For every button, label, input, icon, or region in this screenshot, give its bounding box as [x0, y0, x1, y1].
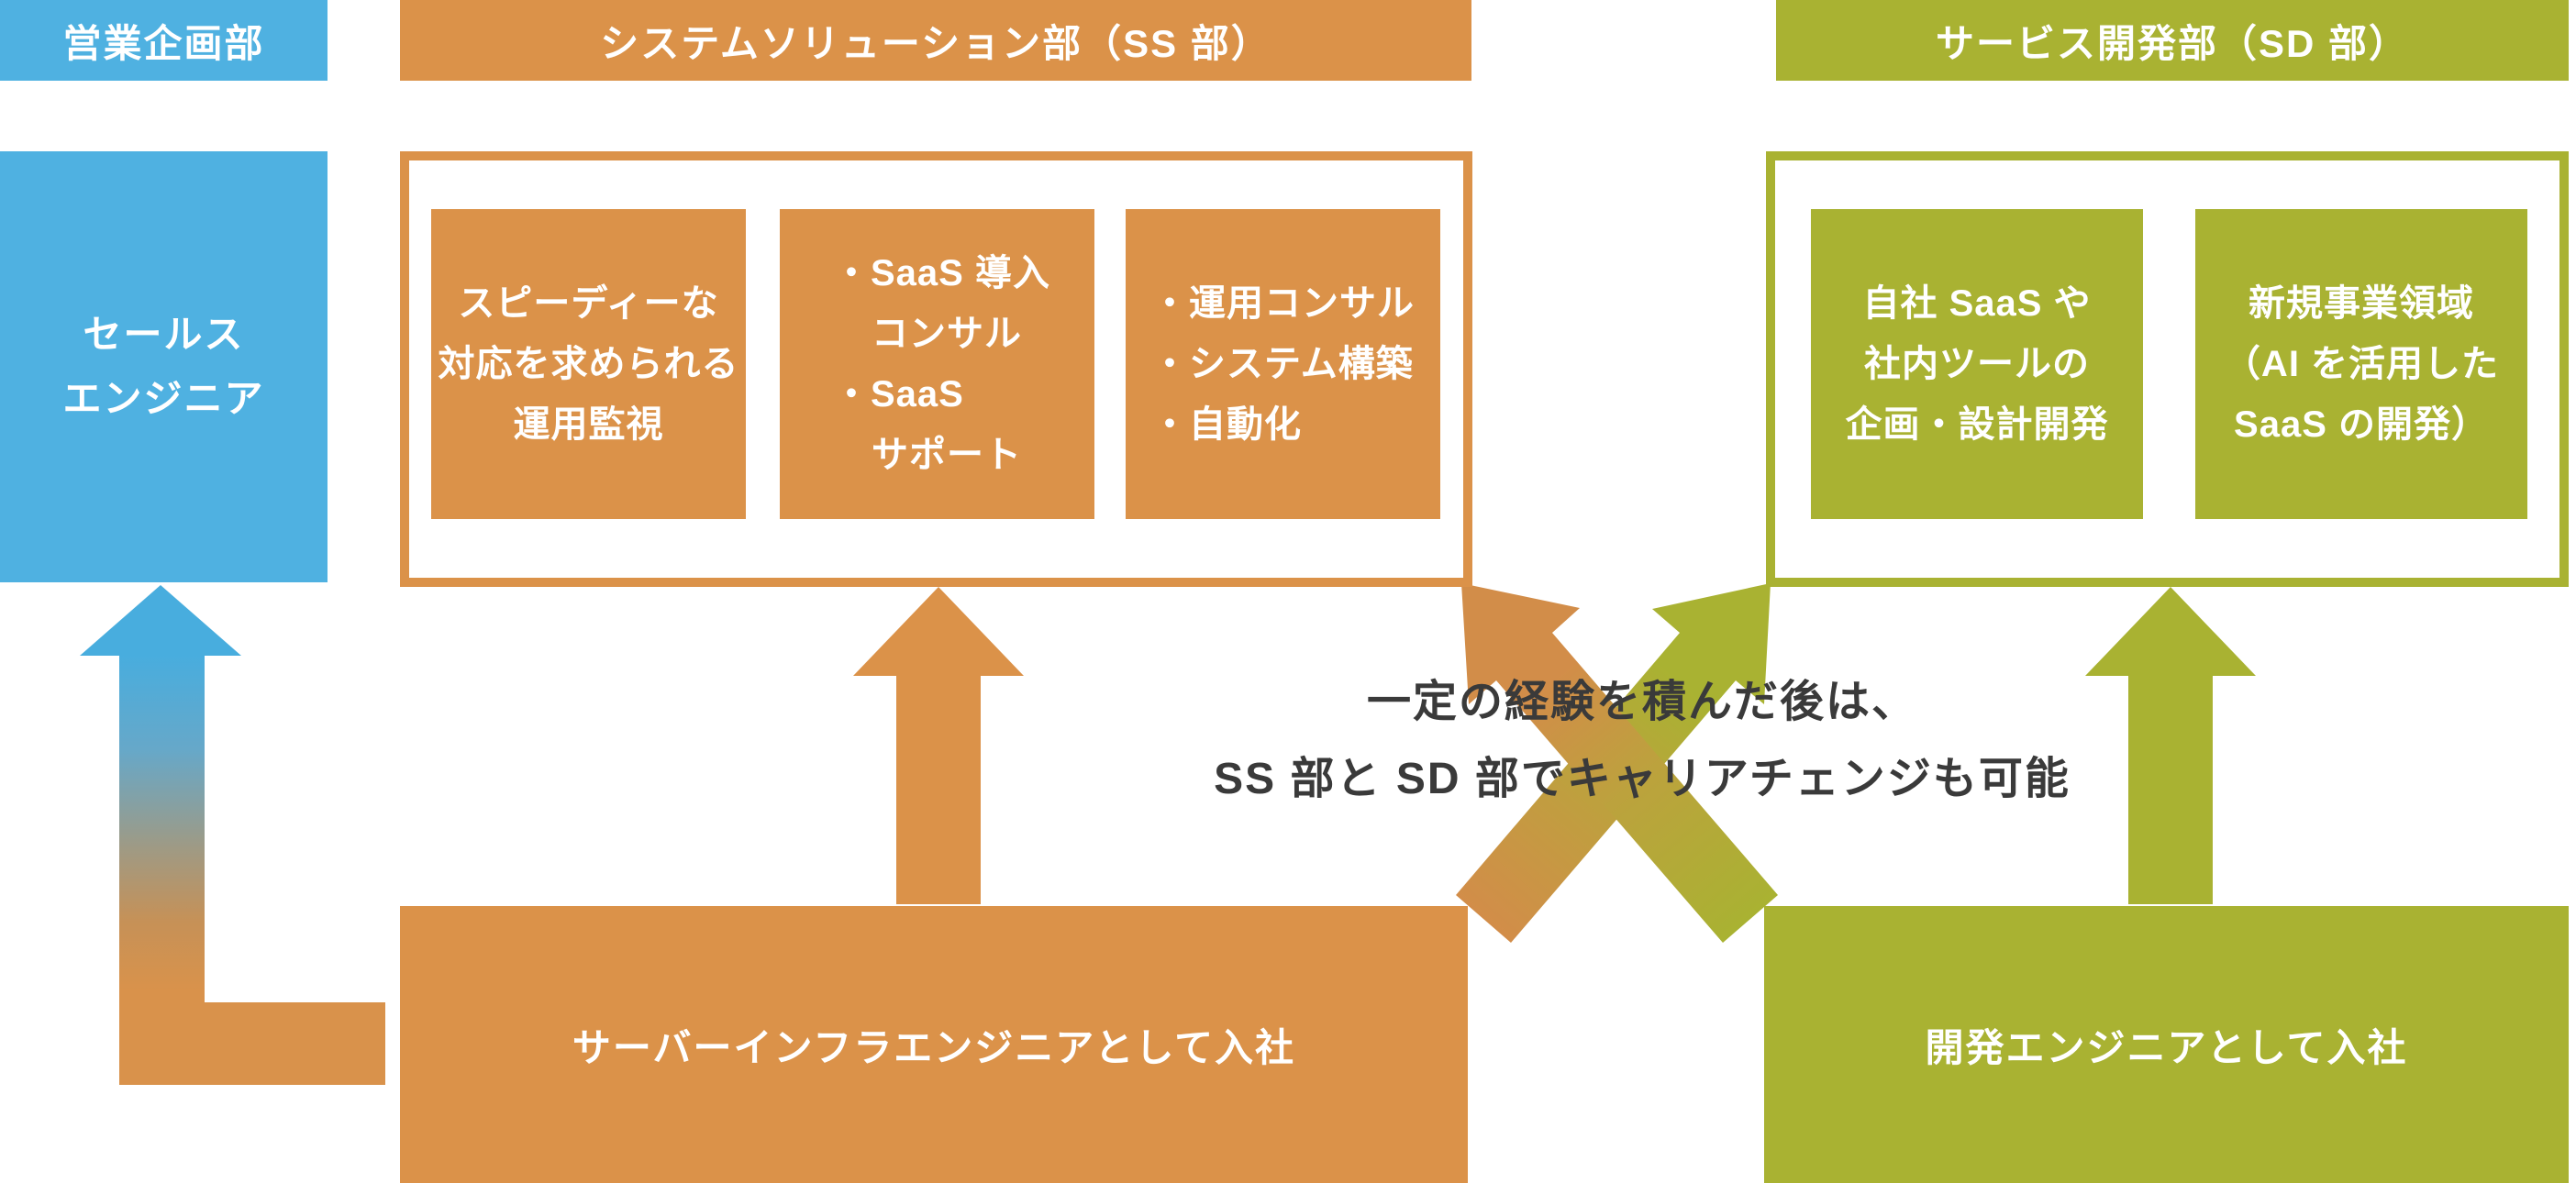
- arrow-up-ss-icon: [853, 587, 1024, 904]
- sd-entry-box: 開発エンジニアとして入社: [1764, 906, 2569, 1183]
- sales-engineer-line: エンジニア: [62, 377, 265, 420]
- card-line: 自社 SaaS や: [1862, 283, 2092, 324]
- sales-engineer-box: セールス エンジニア: [0, 151, 328, 582]
- card-line: ・運用コンサル: [1151, 283, 1415, 324]
- note-line-2: SS 部と SD 部でキャリアチェンジも可能: [1214, 755, 2071, 803]
- card-line: ・SaaS: [833, 374, 964, 415]
- card-line: コンサル: [872, 314, 1022, 354]
- note-line-1: 一定の経験を積んだ後は、: [1366, 678, 1917, 726]
- card-line: 新規事業領域: [2248, 283, 2474, 324]
- sd-card-new-business: 新規事業領域 （AI を活用した SaaS の開発）: [2195, 209, 2527, 519]
- career-change-note: 一定の経験を積んだ後は、 SS 部と SD 部でキャリアチェンジも可能: [1151, 664, 2133, 818]
- header-service-development-dept: サービス開発部（SD 部）: [1776, 0, 2569, 81]
- arrow-up-sd-icon: [2085, 587, 2256, 904]
- card-line: 対応を求められる: [438, 344, 739, 384]
- card-line: SaaS の開発）: [2234, 404, 2489, 445]
- card-line: ・SaaS 導入: [833, 253, 1050, 293]
- card-line: 社内ツールの: [1864, 344, 2090, 384]
- ss-entry-box: サーバーインフラエンジニアとして入社: [400, 906, 1468, 1183]
- header-system-solution-dept: システムソリューション部（SS 部）: [400, 0, 1471, 81]
- card-line: ・システム構築: [1151, 344, 1414, 384]
- card-line: （AI を活用した: [2223, 344, 2500, 384]
- card-line: 企画・設計開発: [1845, 404, 2109, 445]
- arrow-cross-sd-to-ss-icon: [1461, 583, 1778, 943]
- card-line: サポート: [872, 435, 1022, 475]
- ss-card-operation-consulting: ・運用コンサル ・システム構築 ・自動化: [1126, 209, 1440, 519]
- sales-engineer-line: セールス: [83, 313, 245, 356]
- sd-card-inhouse-saas: 自社 SaaS や 社内ツールの 企画・設計開発: [1811, 209, 2143, 519]
- arrow-sales-path-icon: [80, 585, 385, 1085]
- card-line: スピーディーな: [458, 283, 719, 324]
- header-sales-planning-dept: 営業企画部: [0, 0, 328, 81]
- ss-card-operation-monitoring: スピーディーな 対応を求められる 運用監視: [431, 209, 746, 519]
- ss-card-saas-consulting: ・SaaS 導入 コンサル ・SaaS サポート: [780, 209, 1094, 519]
- card-line: ・自動化: [1151, 404, 1302, 445]
- card-line: 運用監視: [513, 404, 664, 445]
